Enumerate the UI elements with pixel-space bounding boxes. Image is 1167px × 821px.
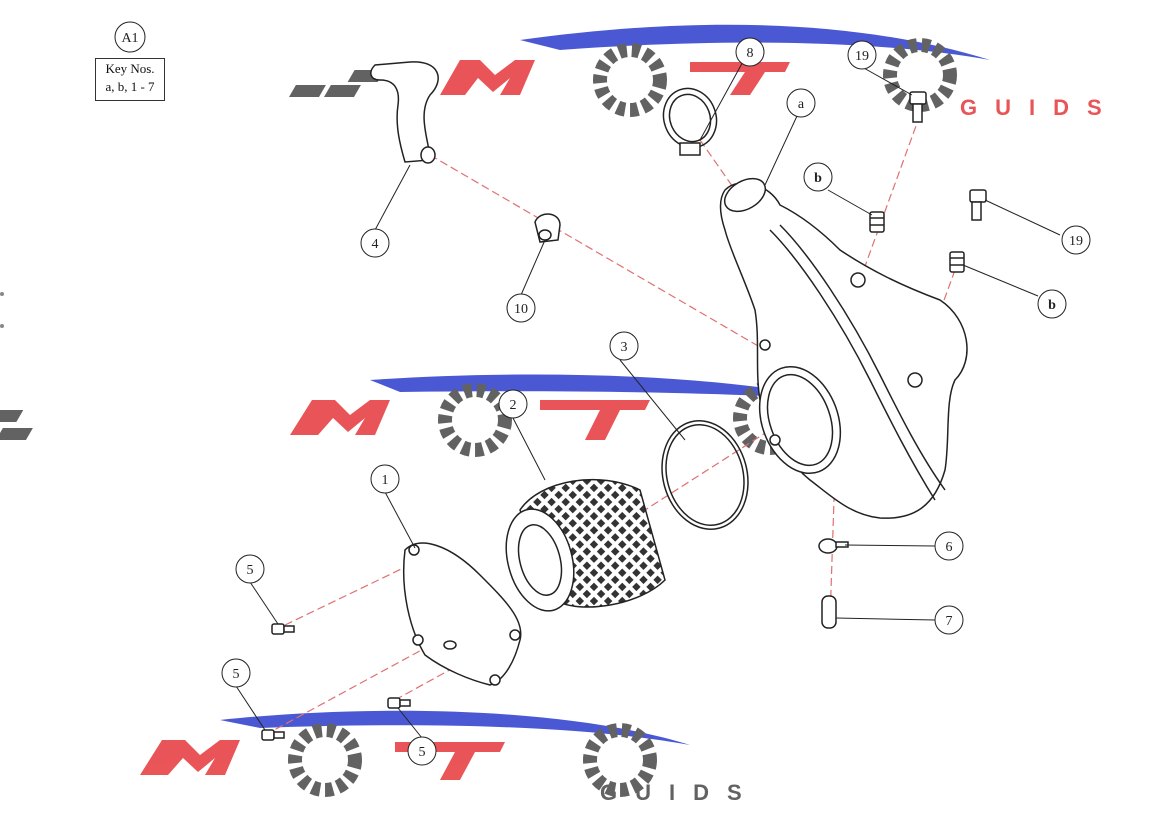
callout-5-a-label: 5 xyxy=(247,563,254,578)
part-airbox-a xyxy=(719,177,968,519)
callout-2: 2 xyxy=(498,389,528,419)
key-numbers-list: a, b, 1 - 7 xyxy=(105,79,155,94)
key-numbers-box: Key Nos. a, b, 1 - 7 xyxy=(95,58,165,101)
callout-1-label: 1 xyxy=(382,473,389,488)
callout-7: 7 xyxy=(934,605,964,635)
callout-8: 8 xyxy=(735,37,765,67)
callout-6: 6 xyxy=(934,531,964,561)
callout-19-b: 19 xyxy=(1061,225,1091,255)
part-screw-5-c xyxy=(387,697,411,709)
part-cover-1 xyxy=(402,542,522,686)
part-oring-3 xyxy=(661,420,749,530)
part-nut-b-2 xyxy=(949,251,965,273)
callout-5-a: 5 xyxy=(235,554,265,584)
part-drain-7 xyxy=(821,595,837,629)
edge-dot-1 xyxy=(0,292,4,296)
callout-4: 4 xyxy=(360,228,390,258)
part-hose-clamp-8 xyxy=(662,87,718,156)
callout-leaders xyxy=(235,57,1061,739)
callout-19-a-label: 19 xyxy=(855,49,869,64)
part-screw-5-b xyxy=(261,729,285,741)
callout-19-a: 19 xyxy=(847,40,877,70)
callout-10: 10 xyxy=(506,293,536,323)
part-air-filter-2 xyxy=(505,478,666,612)
callout-b-2: b xyxy=(1037,289,1067,319)
callout-6-label: 6 xyxy=(946,540,953,555)
part-bolt-19-top xyxy=(909,91,927,123)
callout-5-c: 5 xyxy=(407,736,437,766)
key-numbers-title: Key Nos. xyxy=(105,61,155,76)
part-nut-b-1 xyxy=(869,211,885,233)
watermark-bottom-text: GUIDS xyxy=(600,780,760,805)
callout-1: 1 xyxy=(370,464,400,494)
callout-8-label: 8 xyxy=(747,46,754,61)
callout-3-label: 3 xyxy=(621,340,628,355)
callout-19-b-label: 19 xyxy=(1069,234,1083,249)
callout-a-label: a xyxy=(798,97,805,112)
callout-10-label: 10 xyxy=(514,302,528,317)
part-clip-6 xyxy=(818,538,849,554)
callout-3: 3 xyxy=(609,331,639,361)
part-bolt-19-right xyxy=(969,189,987,221)
callout-b-1: b xyxy=(803,162,833,192)
part-screw-5-a xyxy=(271,623,295,635)
callout-5-b-label: 5 xyxy=(233,667,240,682)
callout-4-label: 4 xyxy=(372,237,379,252)
watermark-top-text: GUIDS xyxy=(960,95,1120,120)
callout-5-c-label: 5 xyxy=(419,745,426,760)
callout-a1-label: A1 xyxy=(121,31,138,46)
watermark-bottom: GUIDS xyxy=(140,710,760,805)
part-hose-4 xyxy=(370,61,439,164)
edge-dot-2 xyxy=(0,324,4,328)
callout-b-1-label: b xyxy=(814,171,822,186)
callout-a1: A1 xyxy=(114,21,146,53)
callout-2-label: 2 xyxy=(510,398,517,413)
callout-a: a xyxy=(786,88,816,118)
callout-7-label: 7 xyxy=(946,614,953,629)
callout-5-b: 5 xyxy=(221,658,251,688)
part-clip-10 xyxy=(534,213,561,243)
callout-b-2-label: b xyxy=(1048,298,1056,313)
